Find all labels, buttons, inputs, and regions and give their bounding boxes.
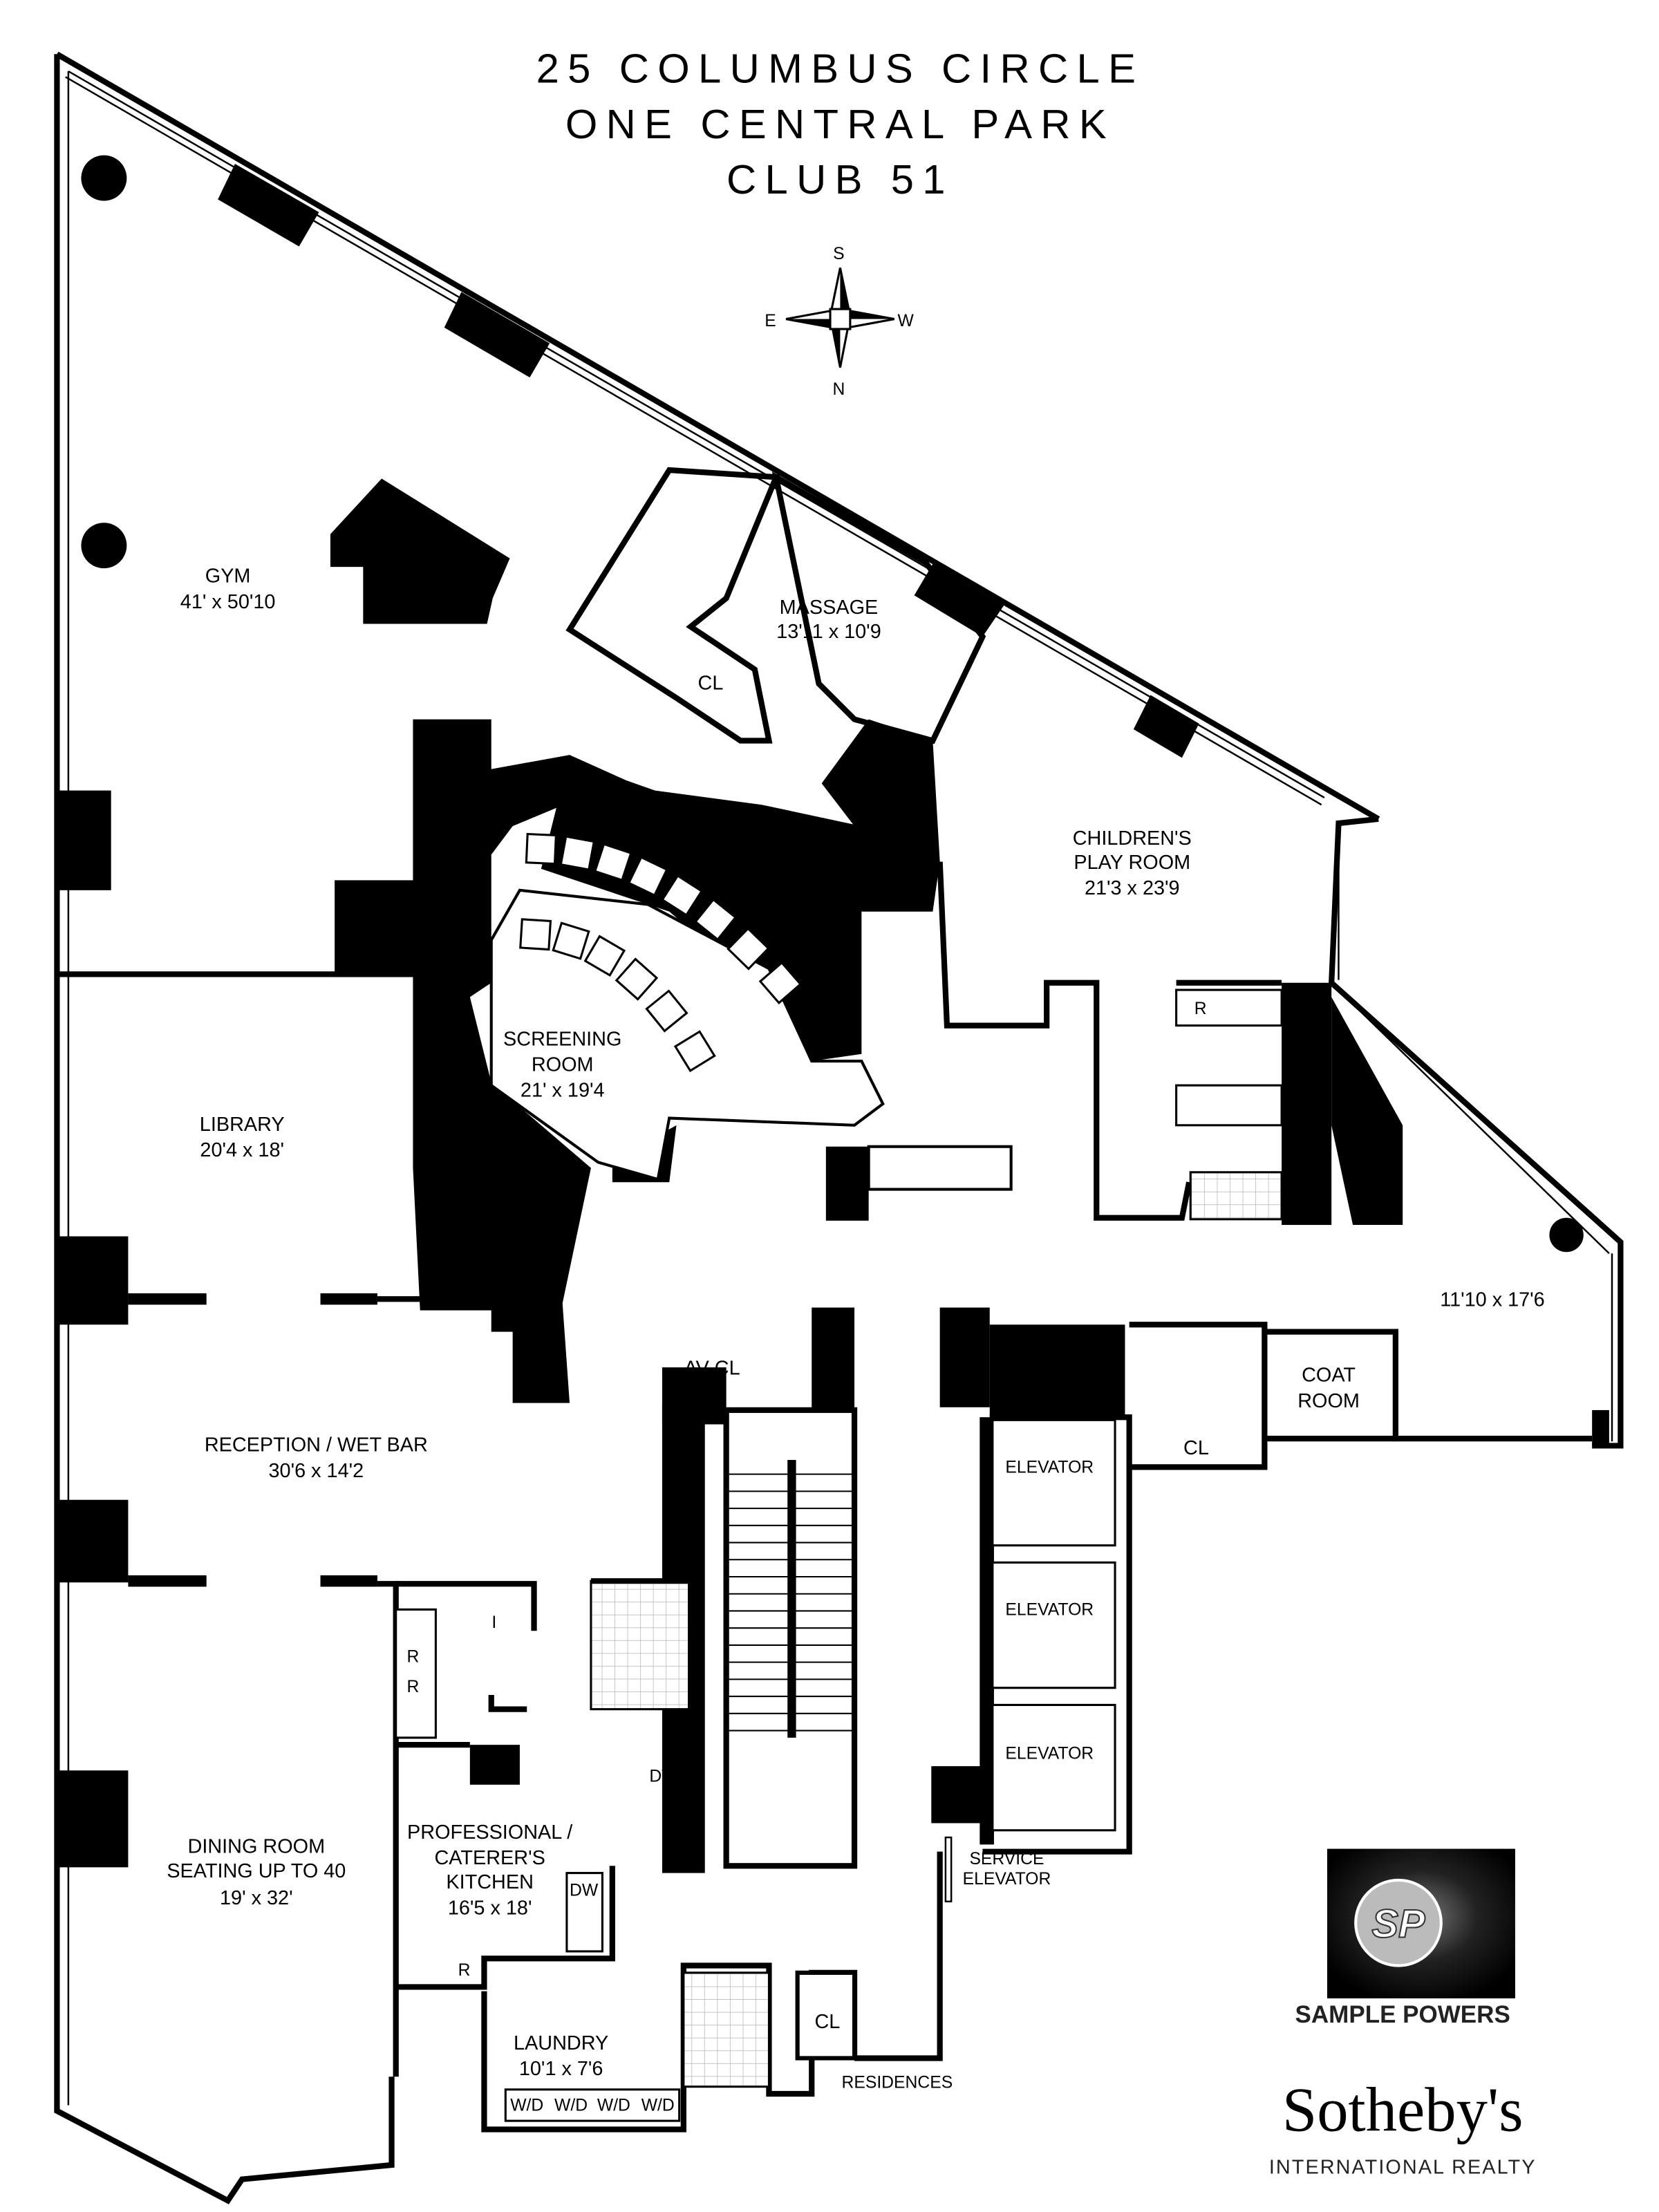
- screening-label-2: ROOM: [532, 1054, 594, 1076]
- childrens-label-1: CHILDREN'S: [1073, 827, 1192, 850]
- elevator-2: [991, 1561, 1116, 1689]
- theater-seat: [627, 856, 668, 897]
- av-closet-label: AV CL: [684, 1357, 740, 1379]
- service-elevator-door: [944, 1836, 953, 1903]
- dishwasher-label: DW: [649, 1768, 678, 1786]
- kitchen-fridge-label: R: [406, 1678, 419, 1696]
- screening-label-1: SCREENING: [503, 1028, 621, 1050]
- kitchen-label-1: PROFESSIONAL /: [407, 1821, 573, 1844]
- reception-dims: 30'6 x 14'2: [269, 1460, 364, 1482]
- ice-maker-label: I: [491, 1613, 496, 1632]
- elevator-bank: [944, 1418, 1116, 1903]
- massage-closet-label: CL: [698, 672, 724, 694]
- kitchen-dims: 16'5 x 18': [448, 1897, 532, 1919]
- childrens-label-2: PLAY ROOM: [1074, 852, 1190, 874]
- washer-dryer-label: W/D: [597, 2097, 630, 2115]
- library-label: LIBRARY: [200, 1114, 285, 1136]
- screening-dims: 21' x 19'4: [521, 1080, 605, 1102]
- dining-label-1: DINING ROOM: [188, 1836, 326, 1858]
- elevator-2-label: ELEVATOR: [1005, 1601, 1094, 1620]
- theater-seat: [758, 961, 803, 1005]
- theater-seat: [661, 874, 704, 917]
- elevator-1: [991, 1418, 1116, 1547]
- library-closet-label: CL: [443, 1233, 469, 1255]
- sothebys-wordmark: Sotheby's: [1282, 2075, 1524, 2145]
- compass-south: S: [833, 245, 844, 263]
- theater-seat: [727, 927, 770, 971]
- compass-north: N: [832, 380, 845, 399]
- washer-dryer-label: W/D: [554, 2097, 588, 2115]
- washer-dryer-row: [504, 2088, 681, 2122]
- coat-room-label-2: ROOM: [1297, 1390, 1360, 1412]
- washer-dryer-label: W/D: [510, 2097, 543, 2115]
- sothebys-logo: Sotheby's INTERNATIONAL REALTY: [1269, 2075, 1537, 2179]
- title-building: ONE CENTRAL PARK: [565, 101, 1115, 147]
- library-dims: 20'4 x 18': [200, 1139, 284, 1161]
- laundry-dims: 10'1 x 7'6: [519, 2058, 603, 2080]
- massage-label: MASSAGE: [780, 597, 879, 619]
- theater-seat: [693, 898, 738, 941]
- plan-title: 25 COLUMBUS CIRCLE ONE CENTRAL PARK CLUB…: [536, 46, 1145, 203]
- gym-dims: 41' x 50'10: [180, 591, 276, 613]
- kitchen-label-3: KITCHEN: [446, 1871, 534, 1893]
- service-elevator-label-1: SERVICE: [969, 1850, 1044, 1868]
- closet-label: CL: [1062, 1339, 1088, 1361]
- elevator-3-label: ELEVATOR: [1005, 1745, 1094, 1763]
- sample-powers-logo: SP SAMPLE POWERS: [1295, 1848, 1515, 2028]
- kitchen-label-2: CATERER'S: [435, 1847, 545, 1869]
- room-labels: GYM 41' x 50'10 MASSAGE 13'11 x 10'9 CL …: [167, 565, 1545, 2122]
- washer-dryer-label: W/D: [641, 2097, 675, 2115]
- residences-label: RESIDENCES: [842, 2074, 953, 2092]
- gym-label: GYM: [205, 565, 251, 588]
- sp-monogram: SP: [1372, 1902, 1425, 1946]
- kitchen-fridge-label: R: [406, 1648, 419, 1667]
- theater-seat: [552, 921, 590, 960]
- theater-seat: [615, 957, 659, 1001]
- coat-room-label-1: COAT: [1302, 1365, 1356, 1387]
- massage-dims: 13'11 x 10'9: [776, 621, 881, 643]
- theater-seating: [519, 832, 803, 1073]
- laundry-label: LAUNDRY: [514, 2032, 608, 2054]
- stair-treads: [729, 1473, 852, 1732]
- reception-label: RECEPTION / WET BAR: [205, 1434, 428, 1456]
- theater-seat: [525, 832, 557, 865]
- compass-rose-icon: S N E W: [765, 245, 914, 399]
- theater-seat: [673, 1030, 716, 1073]
- compass-east: E: [765, 312, 776, 330]
- closet-label: CL: [1183, 1437, 1209, 1459]
- dining-dims: 19' x 32': [220, 1887, 293, 1909]
- title-address: 25 COLUMBUS CIRCLE: [536, 46, 1145, 92]
- title-floor: CLUB 51: [727, 156, 954, 203]
- theater-seat: [559, 835, 596, 871]
- childrens-fridge-label: R: [1194, 1000, 1207, 1018]
- theater-seat: [645, 989, 688, 1033]
- laundry-closet-label: CL: [814, 2011, 840, 2033]
- dishwasher-label: DW: [570, 1882, 599, 1900]
- dining-label-2: SEATING UP TO 40: [167, 1860, 346, 1882]
- theater-seat: [593, 843, 632, 882]
- elevator-1-label: ELEVATOR: [1005, 1459, 1094, 1477]
- structural-columns: [57, 155, 1584, 1868]
- elevator-3: [991, 1703, 1116, 1832]
- theater-seat: [583, 935, 626, 977]
- theater-seat: [519, 918, 552, 951]
- kitchen-fridge-label: R: [458, 1961, 471, 1980]
- service-elevator-label-2: ELEVATOR: [963, 1870, 1051, 1888]
- compass-west: W: [898, 312, 915, 330]
- sample-powers-wordmark: SAMPLE POWERS: [1295, 2001, 1510, 2028]
- lounge-dims: 11'10 x 17'6: [1440, 1289, 1545, 1311]
- childrens-dims: 21'3 x 23'9: [1085, 877, 1180, 899]
- sothebys-subtitle: INTERNATIONAL REALTY: [1269, 2156, 1537, 2178]
